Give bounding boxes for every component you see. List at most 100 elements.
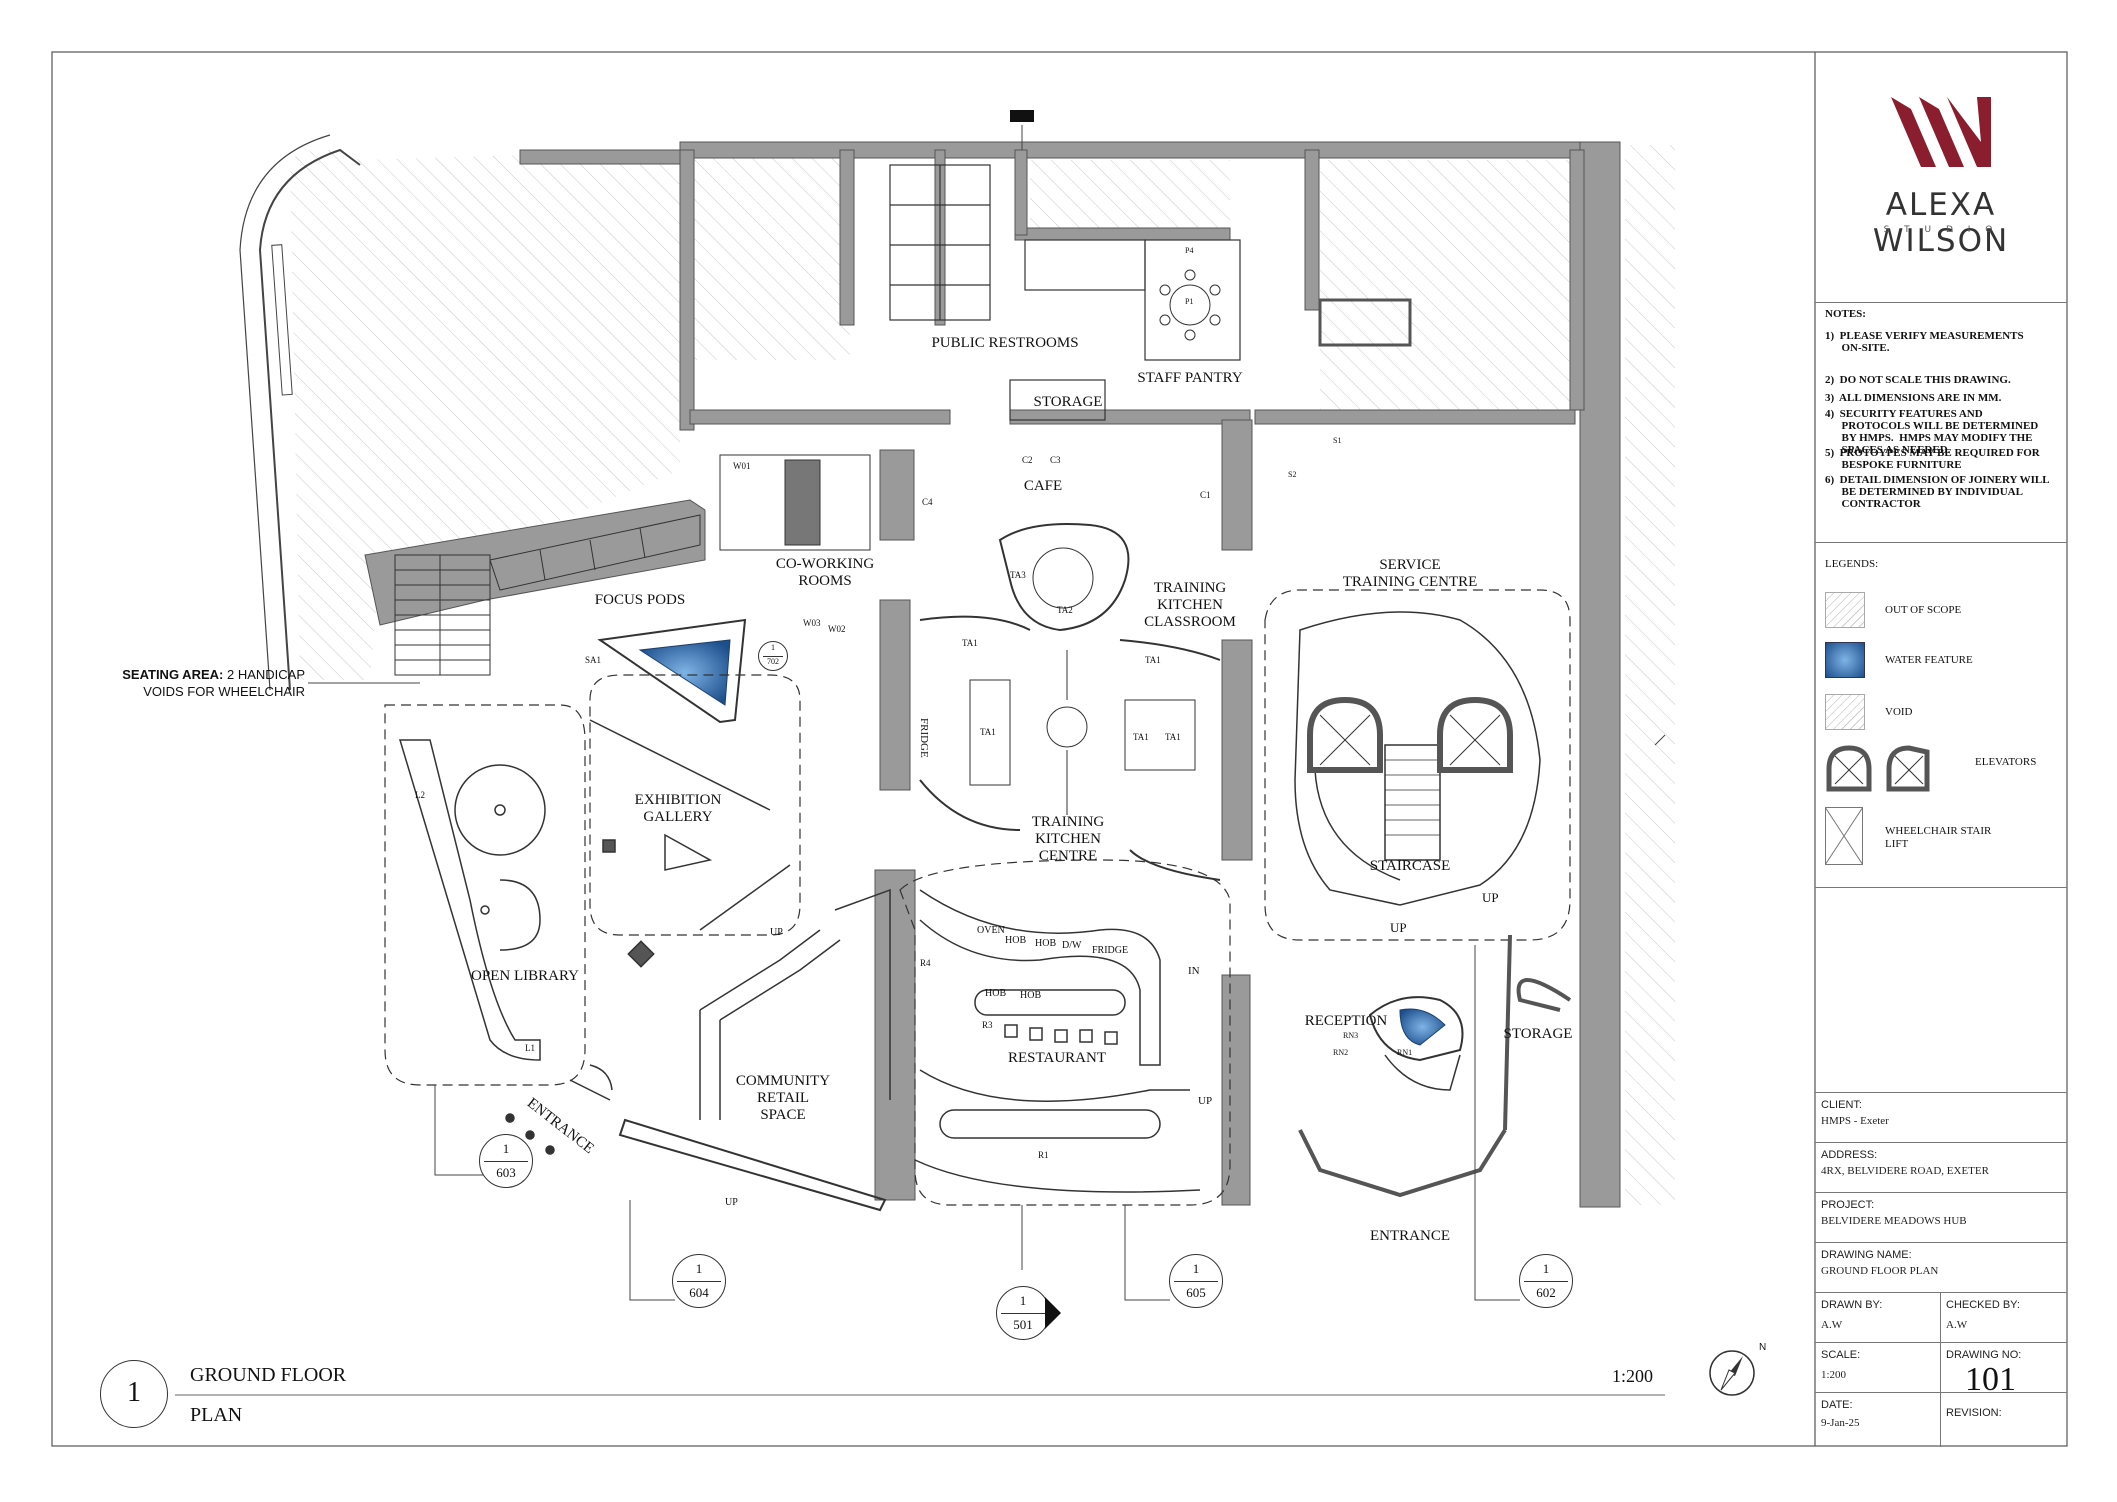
tag-hob: HOB <box>1005 935 1027 946</box>
note-item: 4) SECURITY FEATURES AND PROTOCOLS WILL … <box>1825 408 2039 456</box>
brand-logo: ALEXA WILSON S T U D I O <box>1815 52 2067 303</box>
restaurant-stools <box>1004 1024 1118 1045</box>
room-label-line: GALLERY <box>643 809 713 825</box>
project-label: PROJECT: <box>1821 1199 1875 1211</box>
tag-ta2: TA2 <box>1057 605 1073 615</box>
north-label: N <box>1759 1342 1767 1353</box>
room-label-line: SERVICE <box>1379 557 1441 573</box>
drawing-scale: 1:200 <box>1612 1366 1654 1386</box>
view-number: 1 <box>127 1377 141 1408</box>
tag-c1: C1 <box>1200 490 1211 500</box>
room-label-line: CENTRE <box>1038 848 1098 864</box>
project-row: PROJECT: BELVIDERE MEADOWS HUB <box>1815 1192 2067 1243</box>
tag-up-5: UP <box>725 1197 738 1208</box>
note-item: 1) PLEASE VERIFY MEASUREMENTS ON-SITE. <box>1825 330 2024 354</box>
tag-s2: S2 <box>1288 470 1297 479</box>
section-arrow-icon <box>1045 1297 1061 1329</box>
room-label-public-restrooms: PUBLIC RESTROOMS <box>905 335 1105 352</box>
cross-box-icon <box>1824 806 1864 866</box>
hatch-icon <box>1825 592 1865 628</box>
scale-label: SCALE: <box>1821 1349 1861 1361</box>
room-label-focus-pods: FOCUS PODS <box>540 592 740 609</box>
tag-hob-2: HOB <box>1035 938 1057 949</box>
revision-label: REVISION: <box>1946 1407 2002 1419</box>
tag-l1: L1 <box>525 1043 535 1053</box>
note-item: 2) DO NOT SCALE THIS DRAWING. <box>1825 374 2011 386</box>
note-item: 5) PROTOYPES MAY BE REQUIRED FOR BESPOKE… <box>1825 447 2040 471</box>
drawing-title-line2: PLAN <box>190 1404 243 1426</box>
note-item: 3) ALL DIMENSIONS ARE IN MM. <box>1825 392 2002 404</box>
checked-by-label: CHECKED BY: <box>1946 1299 2020 1311</box>
out-of-scope-areas <box>290 145 1675 1205</box>
tag-up-2: UP <box>1390 920 1407 935</box>
date-row: DATE: 9-Jan-25 REVISION: <box>1815 1392 2067 1447</box>
room-label-line: CLASSROOM <box>1144 614 1236 630</box>
room-label-line: ROOMS <box>798 573 852 589</box>
drawing-name-label: DRAWING NAME: <box>1821 1249 1912 1261</box>
entrance-left-door <box>505 1064 613 1155</box>
room-label-line: SPACE <box>760 1107 806 1123</box>
stairs-left <box>394 554 491 676</box>
section-marker-top: 1 <box>1542 1261 1550 1276</box>
tag-p1: P1 <box>1185 297 1194 306</box>
legend-label: VOID <box>1885 706 1913 718</box>
room-label-line: CO-WORKING <box>775 556 875 572</box>
focus-pods <box>489 514 701 591</box>
date-label: DATE: <box>1821 1399 1853 1411</box>
callout-line1: 2 HANDICAP <box>223 667 305 682</box>
tag-rn1: RN1 <box>1397 1048 1413 1057</box>
reception-desk <box>1368 996 1464 1091</box>
scale-value: 1:200 <box>1821 1369 1847 1381</box>
tag-r3: R3 <box>982 1020 993 1030</box>
room-label-line: RECEPTION <box>1304 1013 1388 1029</box>
note-item: 6) DETAIL DIMENSION OF JOINERY WILL BE D… <box>1825 474 2050 510</box>
tag-c3: C3 <box>1050 455 1061 465</box>
legend-label: WATER FEATURE <box>1885 654 1973 666</box>
tag-fridge-2: FRIDGE <box>1092 945 1129 956</box>
drawing-name-row: DRAWING NAME: GROUND FLOOR PLAN <box>1815 1242 2067 1293</box>
tag-dw: D/W <box>1062 940 1082 951</box>
sheet-border <box>51 51 2068 1447</box>
water-feature <box>638 639 731 706</box>
section-marker-top <box>1010 110 1034 122</box>
brand-name: ALEXA WILSON <box>1872 187 2010 259</box>
room-label-line: KITCHEN <box>1035 831 1101 847</box>
room-label-line: OPEN LIBRARY <box>471 968 579 984</box>
section-marker-bottom: 603 <box>496 1165 516 1180</box>
water-icon <box>1825 642 1865 678</box>
section-marker-bottom: 602 <box>1536 1285 1556 1300</box>
drawn-checked-row: DRAWN BY: A.W CHECKED BY: A.W <box>1815 1292 2067 1447</box>
elevator-right-icon <box>1437 696 1513 773</box>
client-value: HMPS - Exeter <box>1821 1115 1889 1127</box>
tag-p4: P4 <box>1185 246 1194 255</box>
community-retail <box>618 888 891 1212</box>
room-label-line: RETAIL <box>756 1090 810 1106</box>
notes-section: NOTES: 1) PLEASE VERIFY MEASUREMENTS ON-… <box>1815 302 2067 543</box>
section-marker-top: 1 <box>1192 1261 1200 1276</box>
room-label-storage-top: STORAGE <box>968 394 1168 411</box>
room-label-line: TRAINING <box>1153 580 1227 596</box>
tag-ta3: TA3 <box>1010 570 1026 580</box>
client-row: CLIENT: HMPS - Exeter <box>1815 1092 2067 1143</box>
tag-ta1-e: TA1 <box>1145 655 1161 665</box>
tag-l2: L2 <box>415 790 425 800</box>
service-centre <box>1294 611 1541 906</box>
address-row: ADDRESS: 4RX, BELVIDERE ROAD, EXETER <box>1815 1142 2067 1193</box>
section-leaders <box>434 125 1520 1301</box>
notes-title: NOTES: <box>1825 308 1866 320</box>
tag-oven: OVEN <box>977 925 1005 936</box>
callout-line2: VOIDS FOR WHEELCHAIR <box>143 684 305 699</box>
room-label-line: STAIRCASE <box>1369 858 1451 874</box>
coworking-tables <box>719 454 871 551</box>
tag-r4: R4 <box>920 958 931 968</box>
tag-w01: W01 <box>733 461 751 471</box>
room-label-line: STORAGE <box>1503 1026 1573 1042</box>
tag-in: IN <box>1188 965 1200 977</box>
title-block: ALEXA WILSON S T U D I O NOTES: 1) PLEAS… <box>1815 52 2067 1447</box>
